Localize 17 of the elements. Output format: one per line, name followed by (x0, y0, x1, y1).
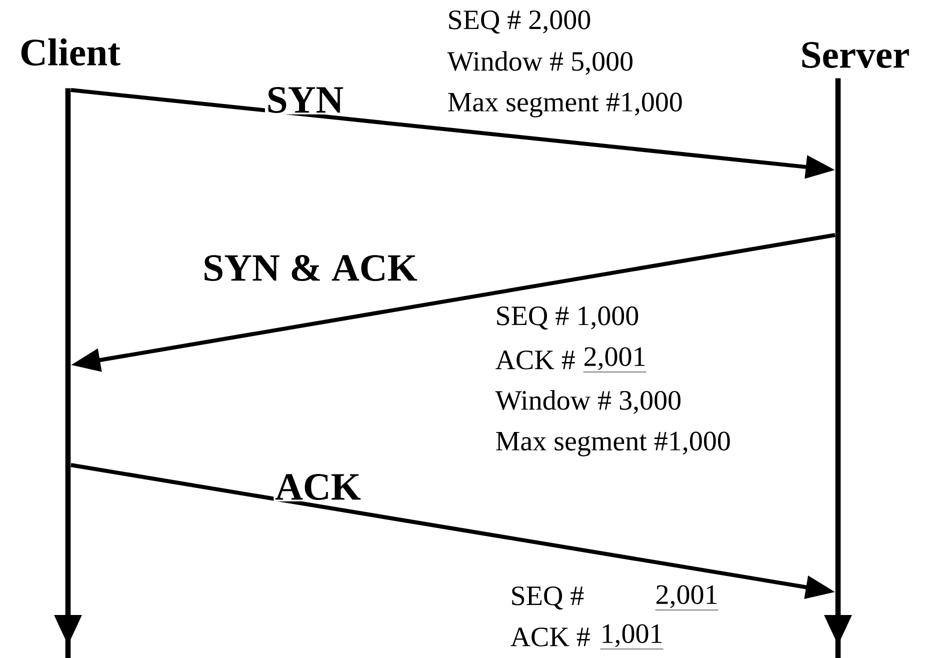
edge-label: SYN (265, 86, 345, 114)
segment-info: Max segment #1,000 (448, 92, 682, 118)
segment-info: Window # 3,000 (495, 390, 680, 414)
participant-label: Client (21, 38, 120, 66)
segment-info: 1,001 (600, 624, 664, 650)
segment-info: ACK # (496, 350, 575, 370)
segment-info: SEQ # 1,000 (497, 306, 638, 330)
segment-info: SEQ # (512, 586, 584, 610)
edge-label: ACK (274, 472, 362, 502)
edge-label: SYN & ACK (201, 254, 419, 282)
segment-info: 2,001 (583, 347, 647, 372)
segment-info: 2,001 (655, 585, 719, 610)
segment-info: Max segment #1,000 (496, 432, 730, 456)
segment-info: SEQ # 2,000 (449, 10, 590, 34)
participant-label: Server (802, 42, 909, 68)
segment-info: ACK # (510, 628, 590, 646)
segment-info: Window # 5,000 (447, 51, 632, 75)
